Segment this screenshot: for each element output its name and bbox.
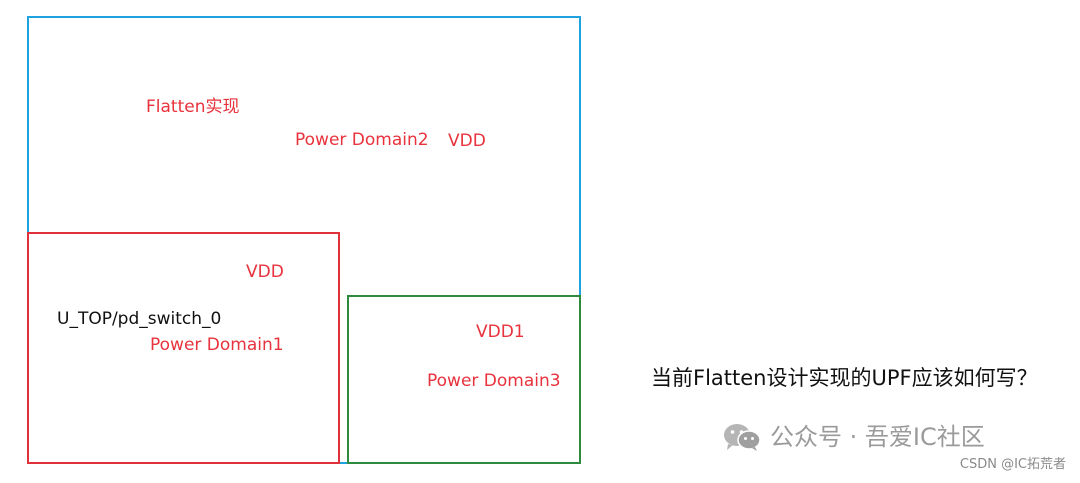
flatten-title: Flatten实现	[146, 97, 240, 117]
watermark: 公众号 · 吾爱IC社区	[722, 422, 985, 452]
upf-question: 当前Flatten设计实现的UPF应该如何写？	[651, 366, 1038, 390]
vdd-label-pd1: VDD	[246, 262, 284, 282]
power-domain1-label: Power Domain1	[150, 335, 284, 355]
vdd1-label-pd3: VDD1	[476, 322, 525, 342]
instance-label: U_TOP/pd_switch_0	[57, 309, 222, 329]
source-credit: CSDN @IC拓荒者	[959, 457, 1066, 472]
power-domain3-label: Power Domain3	[427, 371, 561, 391]
vdd-label-pd2: VDD	[448, 131, 486, 151]
power-domain2-label: Power Domain2	[295, 130, 429, 150]
power-domain3-box	[347, 295, 581, 464]
wechat-icon	[722, 422, 762, 452]
watermark-text: 公众号 · 吾爱IC社区	[770, 423, 985, 451]
power-domain1-box	[27, 232, 340, 464]
